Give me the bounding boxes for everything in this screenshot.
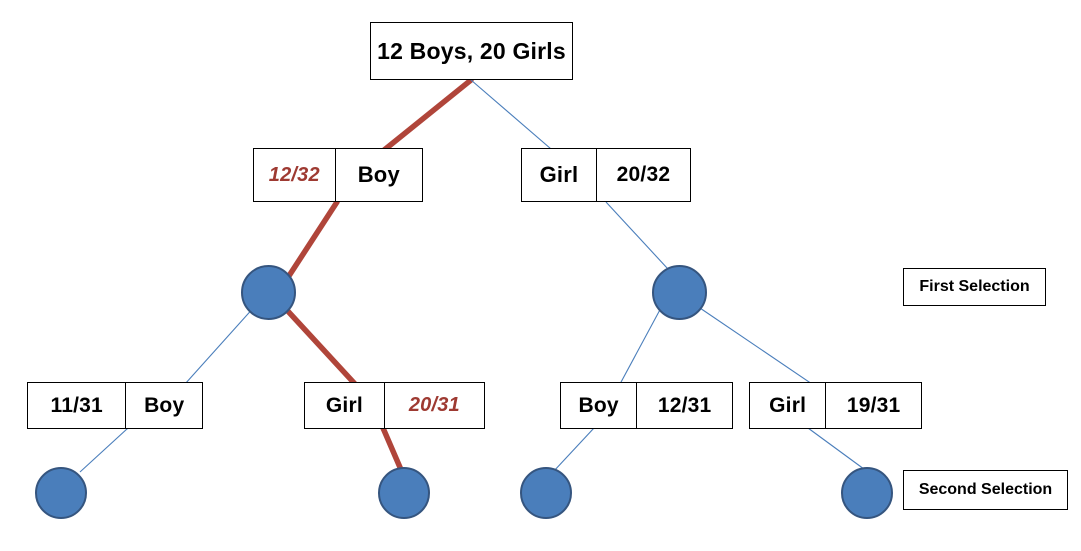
edge-boy-to-node-left <box>282 199 340 285</box>
level2-box-boy-girl[interactable]: Girl 20/31 <box>304 382 485 429</box>
root-box-label: 12 Boys, 20 Girls <box>377 37 566 64</box>
edge-boy-girl-to-leaf <box>380 425 405 475</box>
level2-box-girl-girl[interactable]: Girl 19/31 <box>749 382 922 429</box>
edge-node-right-to-girl-boy <box>619 305 663 385</box>
edge-root-to-boy <box>375 77 474 158</box>
level2-box-girl-girl-outcome: Girl <box>769 393 807 417</box>
level1-box-girl-first[interactable]: Girl 20/32 <box>521 148 691 202</box>
root-box[interactable]: 12 Boys, 20 Girls <box>370 22 573 80</box>
level1-box-girl-first-probability: 20/32 <box>595 149 690 201</box>
label-second-selection: Second Selection <box>903 470 1068 510</box>
edge-node-right-to-girl-girl <box>696 305 813 385</box>
level2-box-girl-boy[interactable]: Boy 12/31 <box>560 382 733 429</box>
node-first-selection-girl[interactable] <box>652 265 707 320</box>
edge-girl-boy-to-leaf <box>552 427 595 473</box>
edge-girl-girl-to-leaf <box>807 427 869 473</box>
level2-box-girl-boy-probability: 12/31 <box>636 383 732 428</box>
node-second-selection-girl-girl[interactable] <box>841 467 893 519</box>
edge-boy-boy-to-leaf <box>79 427 129 473</box>
level1-box-boy-first-probability: 12/32 <box>268 163 320 186</box>
edge-root-to-girl <box>470 79 559 156</box>
level1-box-boy-first-outcome: Boy <box>334 149 422 201</box>
level2-box-boy-girl-outcome: Girl <box>325 393 363 417</box>
node-second-selection-boy-girl[interactable] <box>378 467 430 519</box>
node-second-selection-girl-boy[interactable] <box>520 467 572 519</box>
level2-box-girl-boy-outcome: Boy <box>578 393 619 417</box>
level2-box-boy-boy[interactable]: 11/31 Boy <box>27 382 203 429</box>
level2-box-boy-boy-outcome: Boy <box>125 383 202 428</box>
label-first-selection: First Selection <box>903 268 1046 306</box>
node-second-selection-boy-boy[interactable] <box>35 467 87 519</box>
level2-box-boy-girl-probability: 20/31 <box>383 383 484 428</box>
level2-box-girl-girl-probability: 19/31 <box>825 383 921 428</box>
level2-box-boy-boy-probability: 11/31 <box>50 393 103 417</box>
level1-box-boy-first[interactable]: 12/32 Boy <box>253 148 423 202</box>
edge-node-left-to-boy-girl <box>282 305 358 387</box>
level1-box-girl-first-outcome: Girl <box>539 162 579 187</box>
edge-node-left-to-boy-boy <box>184 304 257 385</box>
node-first-selection-boy[interactable] <box>241 265 296 320</box>
